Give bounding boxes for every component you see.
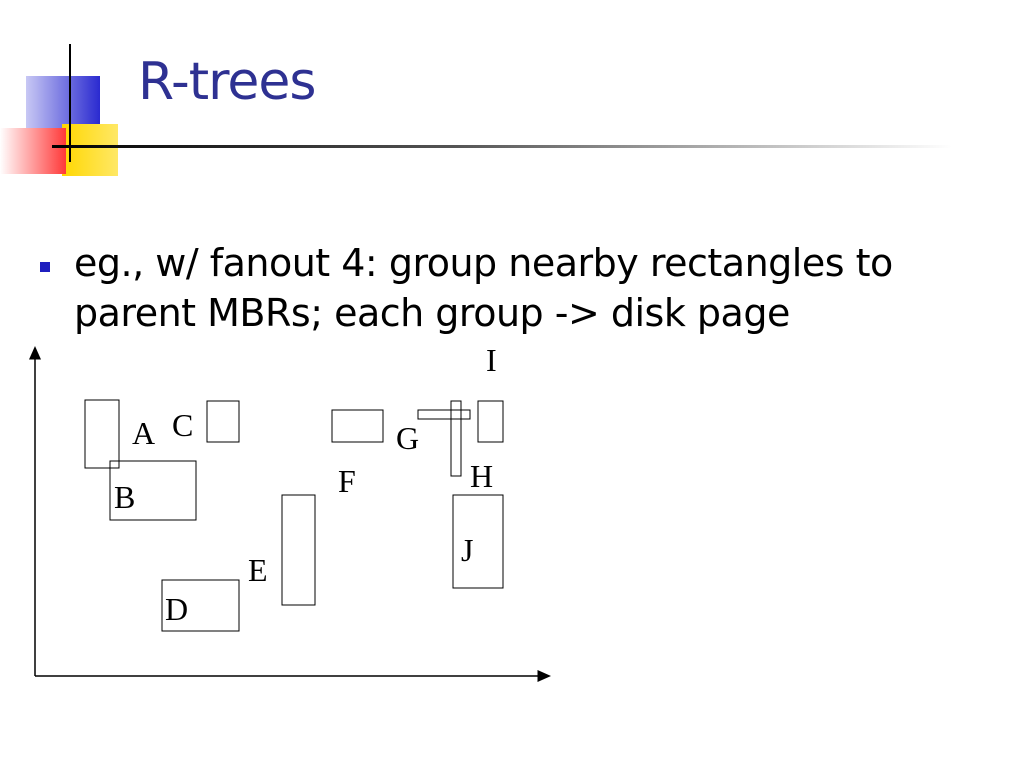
label-g: G [396,420,419,456]
label-d: D [165,591,188,627]
rect-a [84,399,120,469]
rect-c [206,400,240,443]
deco-red-square [0,128,66,174]
rect-i [477,400,504,443]
slide-title: R-trees [138,52,316,112]
deco-yellow-square [62,124,118,176]
bullet-line-1: eg., w/ fanout 4: group nearby rectangle… [74,241,893,285]
rect-b [109,460,197,521]
deco-blue-square [26,76,100,131]
label-b: B [114,479,135,515]
label-h: H [470,458,493,494]
bullet-line-2: parent MBRs; each group -> disk page [74,291,790,335]
rect-d [161,579,240,632]
label-f: F [338,463,356,499]
title-underline [52,145,952,148]
rect-h [450,400,462,477]
rect-f [331,409,384,443]
label-a: A [132,415,155,451]
label-j: J [461,532,473,568]
rect-e [281,494,316,606]
bullet-text: eg., w/ fanout 4: group nearby rectangle… [74,238,994,338]
bullet-square-icon [40,262,50,272]
label-c: C [172,407,193,443]
label-i: I [486,342,497,378]
rect-j [452,494,504,589]
rect-g [417,409,471,420]
label-e: E [248,552,268,588]
